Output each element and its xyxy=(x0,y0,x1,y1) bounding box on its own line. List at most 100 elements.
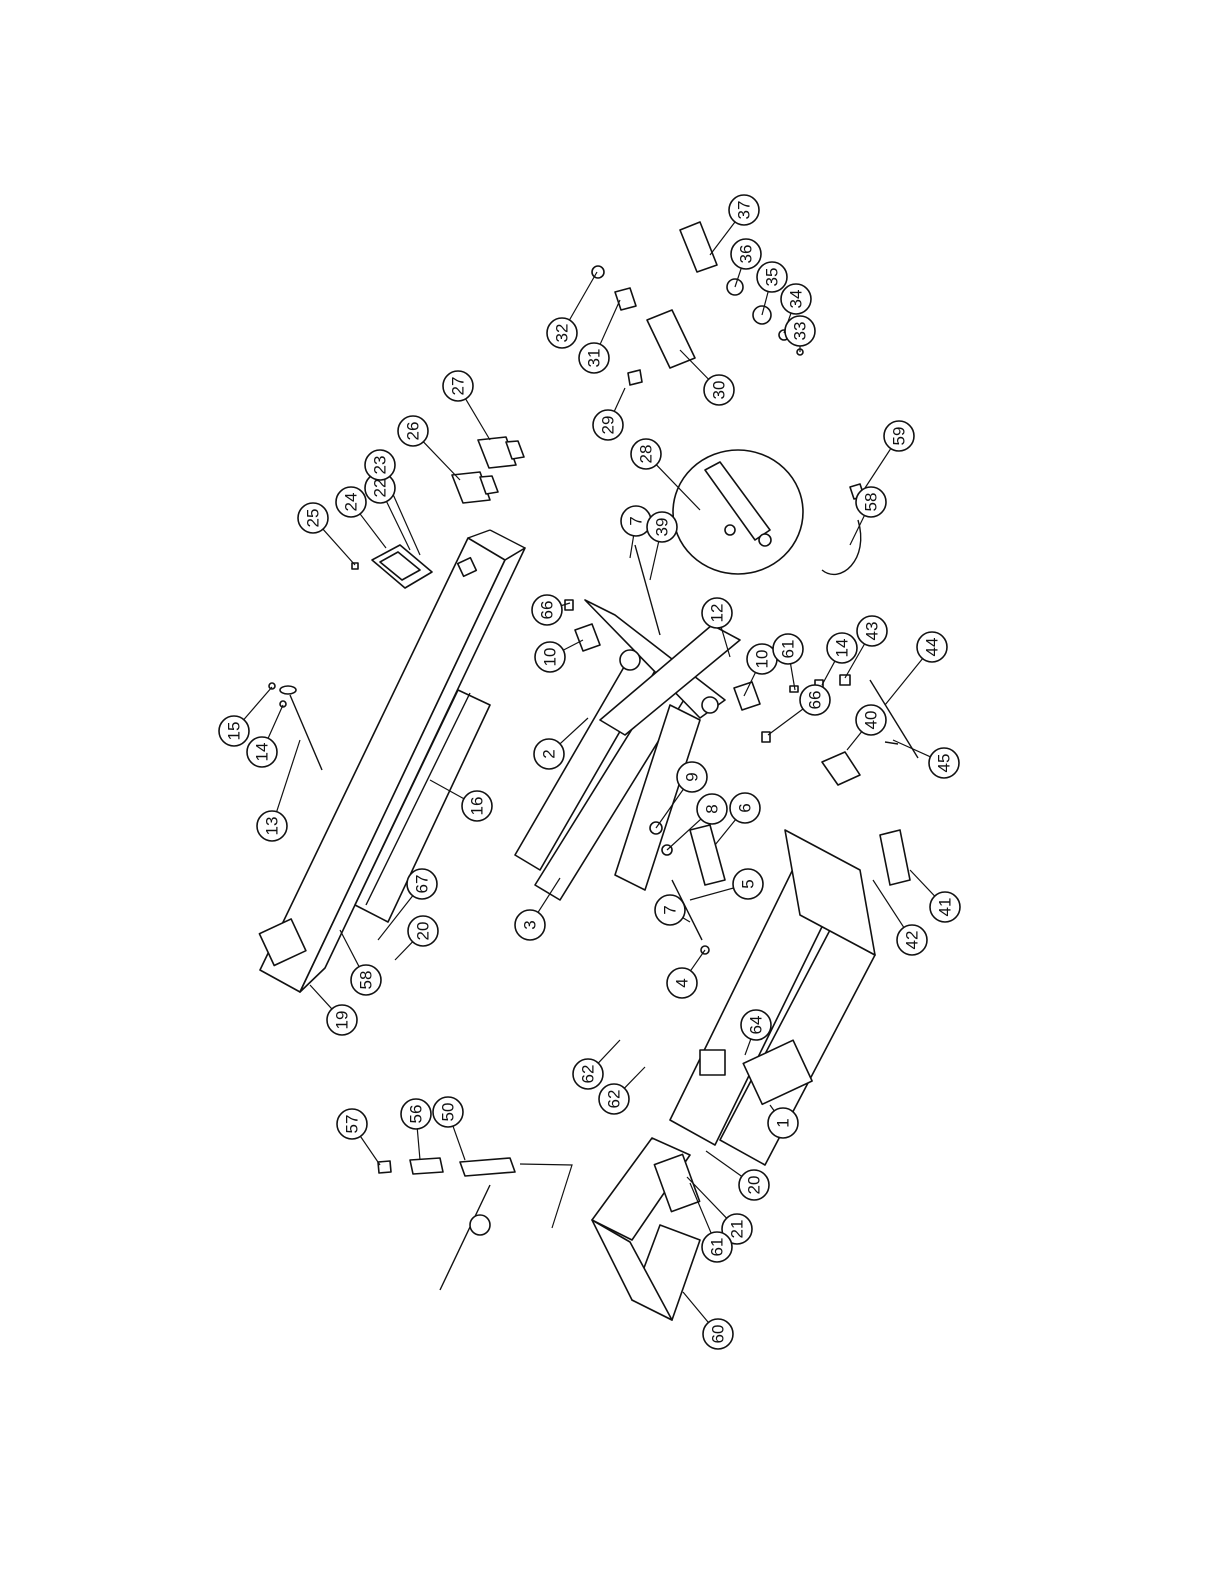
callout-label: 28 xyxy=(637,445,656,464)
callout-label: 29 xyxy=(599,416,618,435)
callout-26: 26 xyxy=(398,416,428,446)
callout-label: 44 xyxy=(923,638,942,657)
leader-line-15 xyxy=(244,687,272,720)
callout-label: 3 xyxy=(521,920,540,929)
callout-7: 7 xyxy=(655,895,685,925)
callout-label: 14 xyxy=(833,639,852,658)
leader-line-45 xyxy=(893,740,930,757)
callout-62: 62 xyxy=(573,1059,603,1089)
callout-16: 16 xyxy=(462,791,492,821)
top-pad xyxy=(352,545,432,588)
callout-13: 13 xyxy=(257,811,287,841)
callout-label: 9 xyxy=(683,772,702,781)
leader-line-20 xyxy=(706,1151,742,1176)
callout-label: 50 xyxy=(439,1103,458,1122)
callout-label: 61 xyxy=(708,1238,727,1257)
leader-line-13 xyxy=(277,740,300,812)
leader-line-32 xyxy=(569,272,597,320)
leader-line-41 xyxy=(910,870,935,896)
callout-label: 39 xyxy=(653,518,672,537)
sleeves xyxy=(452,437,524,503)
callout-61: 61 xyxy=(702,1232,732,1262)
callout-label: 2 xyxy=(540,749,559,758)
callout-12: 12 xyxy=(702,598,732,628)
callout-label: 25 xyxy=(304,509,323,528)
callout-30: 30 xyxy=(704,375,734,405)
callout-label: 23 xyxy=(371,456,390,475)
callout-37: 37 xyxy=(729,195,759,225)
callout-label: 5 xyxy=(739,879,758,888)
callout-label: 14 xyxy=(253,743,272,762)
leader-line-7 xyxy=(630,536,634,558)
leader-line-26 xyxy=(423,442,460,480)
callout-label: 62 xyxy=(605,1090,624,1109)
callout-42: 42 xyxy=(897,925,927,955)
callout-25: 25 xyxy=(298,503,328,533)
callout-label: 61 xyxy=(779,640,798,659)
callout-label: 30 xyxy=(710,381,729,400)
leader-line-24 xyxy=(360,514,386,548)
callout-label: 66 xyxy=(806,691,825,710)
callout-66: 66 xyxy=(532,595,562,625)
callout-7: 7 xyxy=(621,506,651,536)
callout-62: 62 xyxy=(599,1084,629,1114)
leader-line-62 xyxy=(624,1067,645,1088)
callout-label: 4 xyxy=(673,978,692,987)
callout-label: 19 xyxy=(333,1011,352,1030)
leader-line-14 xyxy=(268,705,283,738)
callout-60: 60 xyxy=(703,1319,733,1349)
callout-label: 60 xyxy=(709,1325,728,1344)
callout-label: 56 xyxy=(407,1105,426,1124)
end-parts xyxy=(378,1158,515,1290)
callout-label: 37 xyxy=(735,201,754,220)
callout-label: 40 xyxy=(862,711,881,730)
callout-8: 8 xyxy=(697,794,727,824)
callout-label: 32 xyxy=(553,324,572,343)
callout-label: 7 xyxy=(661,905,680,914)
callout-20: 20 xyxy=(739,1170,769,1200)
callout-58: 58 xyxy=(856,487,886,517)
callout-14: 14 xyxy=(247,737,277,767)
leader-line-58 xyxy=(340,930,359,967)
callout-label: 57 xyxy=(343,1115,362,1134)
leader-line-5 xyxy=(690,888,734,900)
callout-label: 64 xyxy=(747,1016,766,1035)
leader-line-4 xyxy=(691,950,705,971)
leader-line-60 xyxy=(683,1292,708,1322)
callout-label: 20 xyxy=(745,1176,764,1195)
callout-label: 42 xyxy=(903,931,922,950)
callout-label: 58 xyxy=(357,971,376,990)
leader-line-7 xyxy=(683,918,690,922)
callout-6: 6 xyxy=(730,793,760,823)
callout-40: 40 xyxy=(856,705,886,735)
leader-line-57 xyxy=(360,1136,380,1165)
callout-label: 35 xyxy=(763,268,782,287)
leader-line-44 xyxy=(885,659,923,705)
callout-59: 59 xyxy=(884,421,914,451)
callout-33: 33 xyxy=(785,316,815,346)
callout-32: 32 xyxy=(547,318,577,348)
callout-44: 44 xyxy=(917,632,947,662)
leader-line-42 xyxy=(873,880,904,927)
leader-line-19 xyxy=(310,985,332,1009)
callout-34: 34 xyxy=(781,284,811,314)
callout-label: 67 xyxy=(413,875,432,894)
callout-67: 67 xyxy=(407,869,437,899)
callout-2: 2 xyxy=(534,739,564,769)
leader-line-31 xyxy=(600,300,620,344)
callout-36: 36 xyxy=(731,239,761,269)
callout-label: 36 xyxy=(737,245,756,264)
callout-label: 21 xyxy=(728,1220,747,1239)
callout-56: 56 xyxy=(401,1099,431,1129)
callout-41: 41 xyxy=(930,892,960,922)
leader-line-40 xyxy=(847,732,862,750)
callout-10: 10 xyxy=(535,642,565,672)
callout-label: 8 xyxy=(703,804,722,813)
callout-9: 9 xyxy=(677,762,707,792)
callout-label: 27 xyxy=(449,377,468,396)
cylinder-parts xyxy=(592,266,695,385)
callout-label: 10 xyxy=(753,650,772,669)
callout-28: 28 xyxy=(631,439,661,469)
callout-label: 12 xyxy=(708,604,727,623)
